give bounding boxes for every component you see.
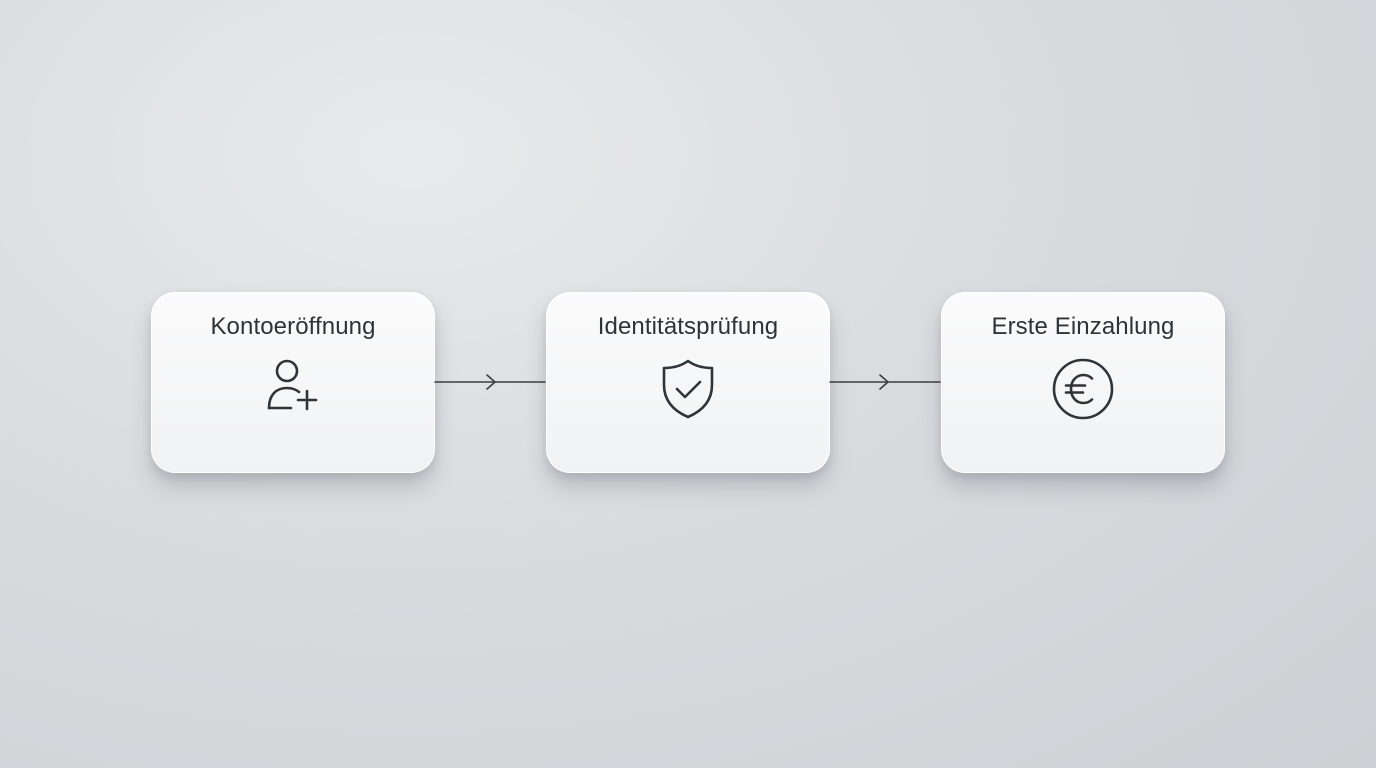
step-card-identity-check: Identitätsprüfung xyxy=(546,292,830,473)
shield-check-icon xyxy=(653,355,723,425)
step-card-first-deposit: Erste Einzahlung xyxy=(941,292,1225,473)
flow-arrow-1 xyxy=(434,374,546,390)
step-title: Kontoeröffnung xyxy=(210,313,376,340)
step-title: Identitätsprüfung xyxy=(597,313,779,340)
step-card-account-opening: Kontoeröffnung xyxy=(151,292,435,473)
step-title: Erste Einzahlung xyxy=(991,313,1175,340)
user-plus-icon xyxy=(258,355,328,425)
flow-arrow-2 xyxy=(829,374,941,390)
euro-coin-icon xyxy=(1048,355,1118,425)
